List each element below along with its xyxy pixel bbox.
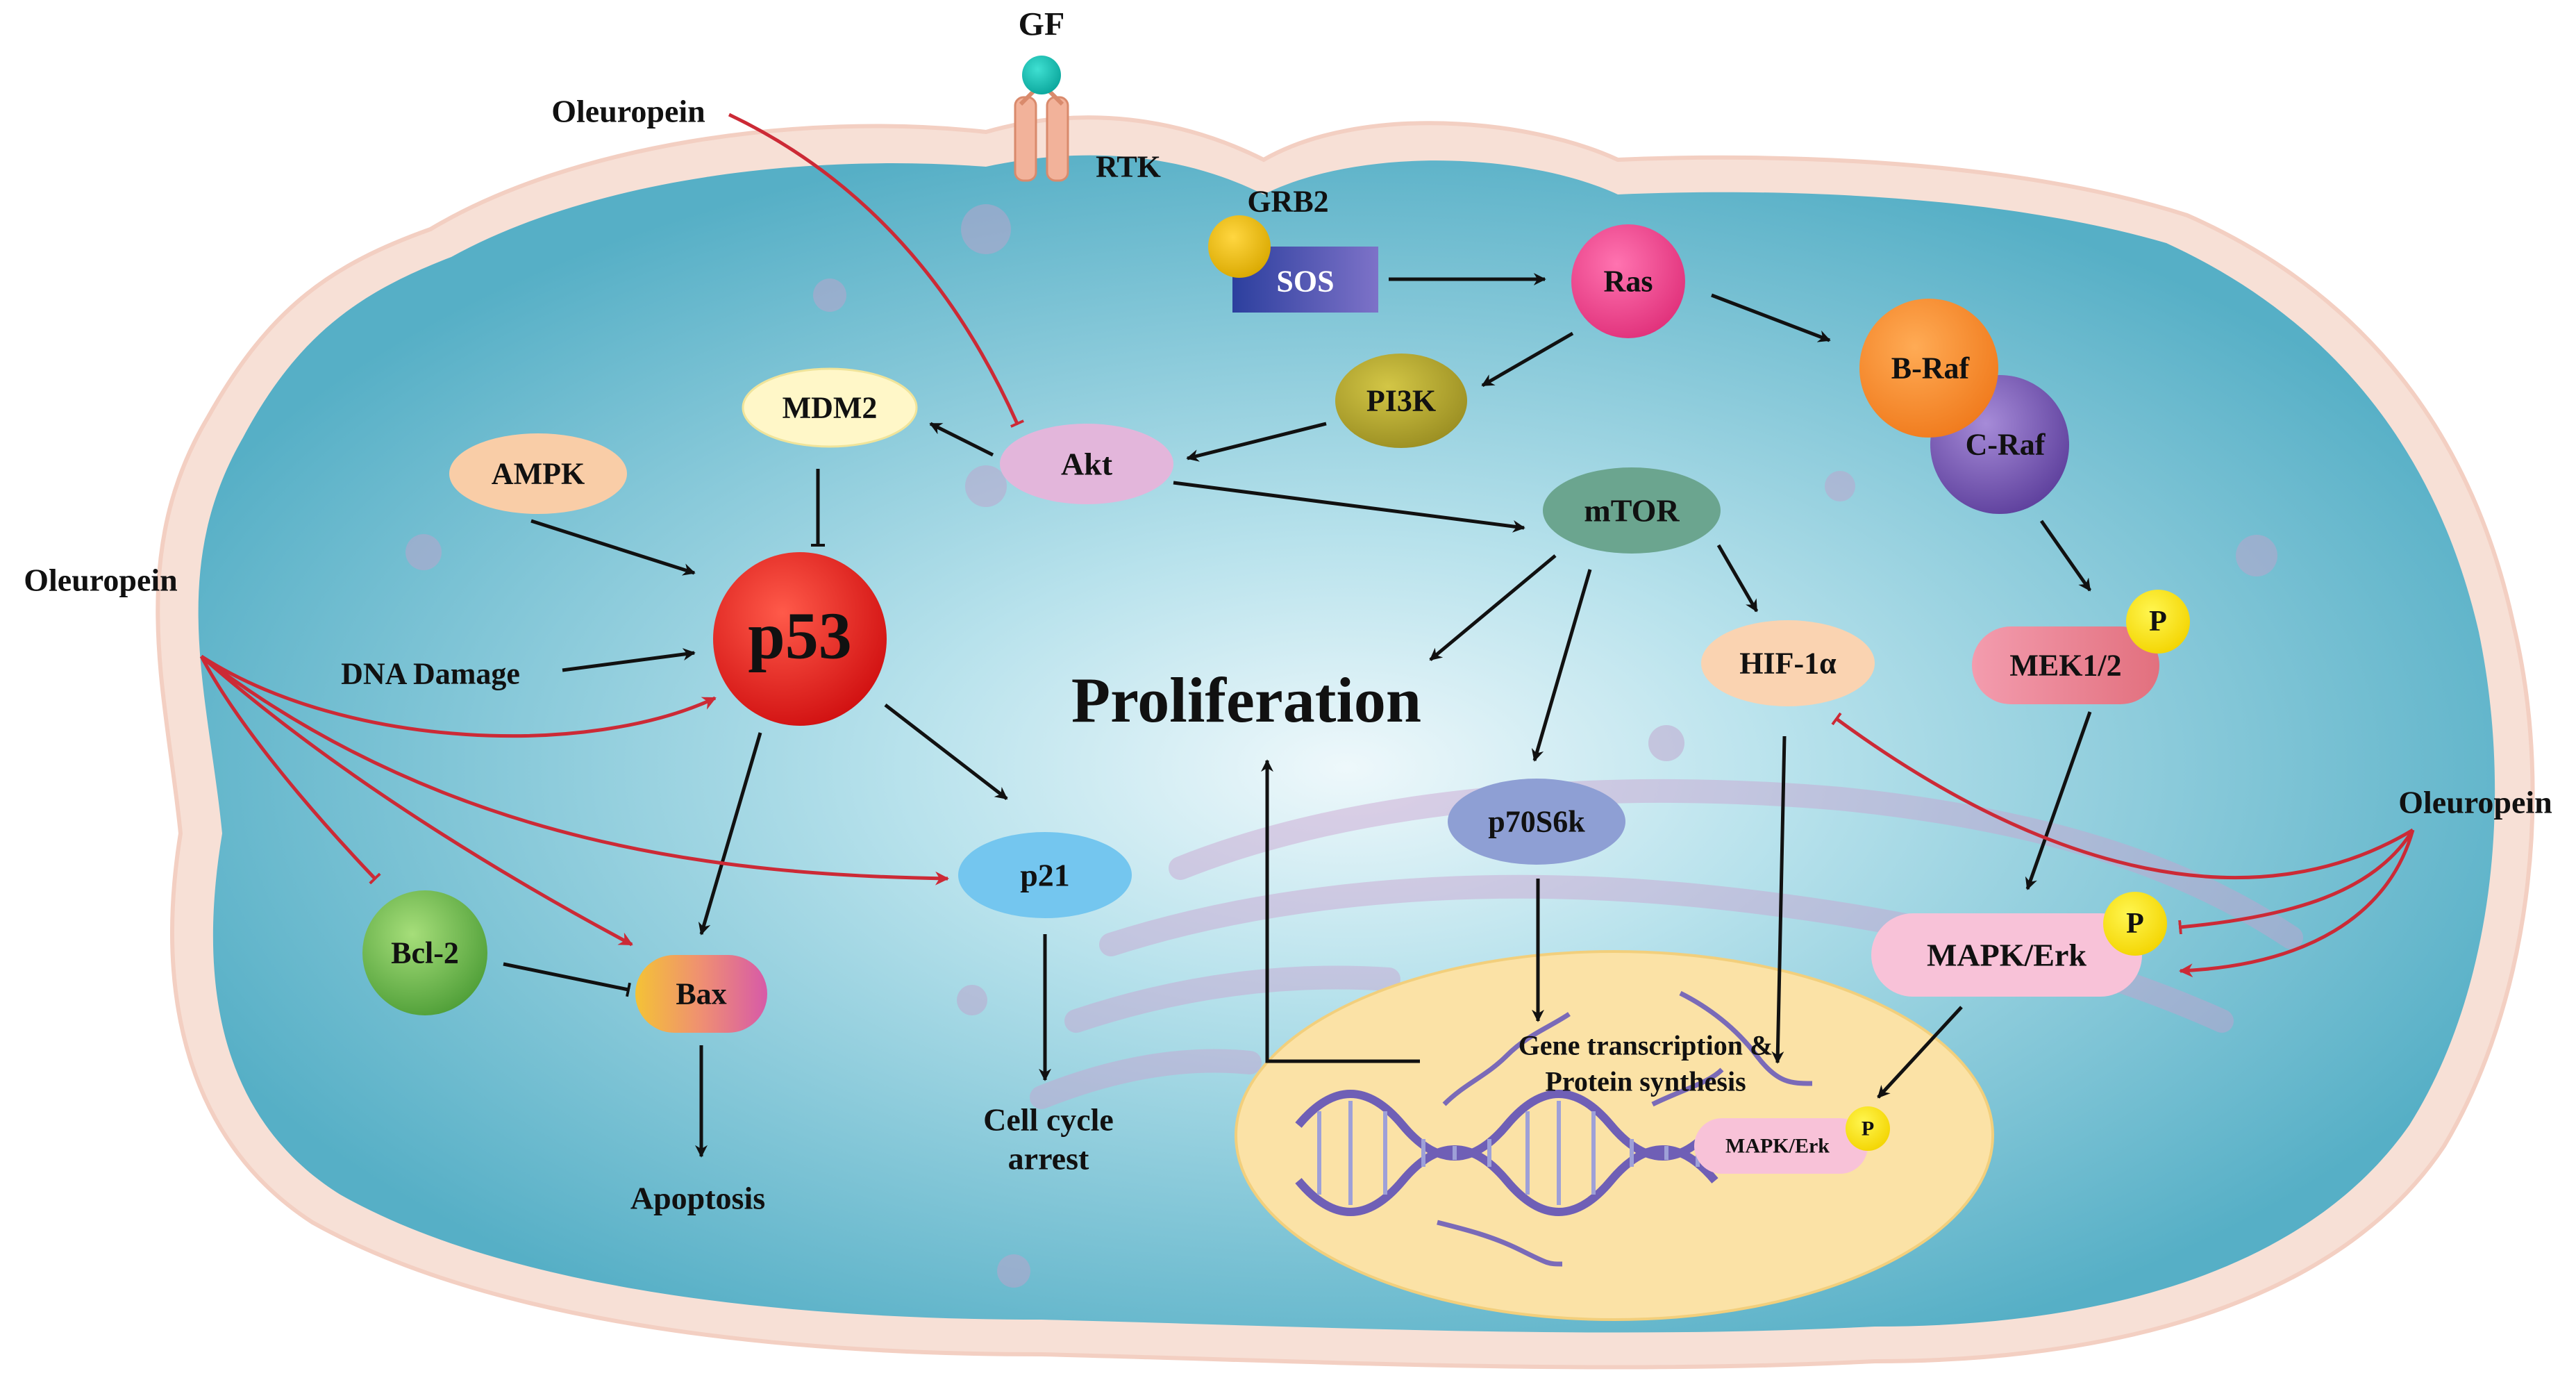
- pi3k-node: [1335, 354, 1467, 448]
- oleuropein-left-label: Oleuropein: [24, 563, 178, 598]
- arrow-ras-braf: [1711, 293, 1831, 342]
- craf-label: C-Raf: [1966, 428, 2046, 462]
- phospho-mapk-label: P: [2126, 908, 2144, 940]
- mtor-label: mTOR: [1584, 493, 1680, 529]
- akt-node: [1000, 424, 1173, 504]
- mek-label: MEK1/2: [2009, 649, 2121, 683]
- grb2-label: GRB2: [1247, 185, 1328, 219]
- arrow-oleuropein-p21: [200, 655, 949, 886]
- ras-node: [1571, 224, 1685, 338]
- grb2-shape: [1208, 215, 1271, 278]
- nucleus: [1235, 950, 1994, 1321]
- bax-label: Bax: [676, 977, 726, 1011]
- mdm2-label: MDM2: [783, 391, 878, 425]
- protein-synthesis-label: Protein synthesis: [1545, 1066, 1746, 1097]
- rtk-receptor-icon: [1014, 80, 1069, 182]
- phospho-mek-label: P: [2149, 606, 2167, 638]
- cell-cycle-label: Cell cycle: [983, 1102, 1114, 1138]
- arrow-mtor-p70s6k: [1531, 569, 1592, 762]
- braf-label: B-Raf: [1891, 351, 1971, 385]
- arrow-craf-mek: [2039, 520, 2092, 592]
- bax-node: [635, 955, 767, 1033]
- arrow-hif-gene: [1771, 736, 1787, 1064]
- braf-node: [1859, 299, 1998, 438]
- akt-label: Akt: [1061, 447, 1113, 482]
- arrow-p53-bax: [698, 732, 762, 936]
- phospho-mapk-icon: [2103, 892, 2167, 956]
- sos-label: SOS: [1276, 265, 1334, 299]
- mapk-nucleus-label: MAPK/Erk: [1725, 1135, 1830, 1158]
- p53-node: [713, 552, 887, 726]
- oleuropein-right-label: Oleuropein: [2398, 785, 2552, 820]
- rtk-label: RTK: [1096, 150, 1161, 184]
- pi3k-label: PI3K: [1366, 384, 1436, 418]
- arrow-mapk-nucleus: [1877, 1006, 1963, 1099]
- proliferation-label: Proliferation: [1071, 665, 1421, 736]
- arrow-oleuropein-bax: [200, 655, 633, 947]
- arrow-mtor-hif: [1716, 544, 1759, 613]
- gf-label: GF: [1019, 6, 1065, 43]
- mrna-strands: [1437, 990, 1813, 1267]
- inhibit-oleuropein-mapk: [2178, 829, 2415, 935]
- p70s6k-label: p70S6k: [1488, 805, 1585, 839]
- arrow-ras-pi3k: [1481, 331, 1574, 388]
- phospho-mek-icon: [2126, 590, 2190, 654]
- oleuropein-top-label: Oleuropein: [551, 94, 705, 129]
- bcl2-node: [362, 890, 487, 1015]
- arrow-pi3k-akt: [1186, 422, 1327, 462]
- dna-helix-icon: [1295, 1090, 1718, 1216]
- arrow-akt-mdm2: [929, 422, 994, 457]
- mek-node: [1972, 626, 2159, 704]
- dna-damage-label: DNA Damage: [341, 657, 520, 691]
- inhibit-oleuropein-akt: [728, 113, 1024, 428]
- arrow-akt-mtor: [1173, 481, 1525, 533]
- hif1a-label: HIF-1α: [1739, 647, 1837, 681]
- ampk-label: AMPK: [492, 457, 585, 491]
- mapk-nucleus-node: [1694, 1118, 1868, 1174]
- ras-label: Ras: [1604, 265, 1653, 299]
- mapk-node: [1871, 913, 2142, 997]
- arrow-dna-p53: [562, 648, 696, 672]
- ampk-node: [449, 433, 627, 514]
- inhibit-oleuropein-bcl2: [199, 655, 381, 885]
- mdm2-node: [742, 367, 918, 448]
- mapk-label: MAPK/Erk: [1927, 938, 2086, 973]
- p53-label: p53: [748, 599, 851, 673]
- arrow-oleuropein-mapk: [2179, 829, 2415, 978]
- arrow-mtor-proliferation: [1429, 554, 1557, 661]
- inhibit-oleuropein-hif: [1831, 712, 2414, 880]
- vesicles: [405, 204, 2277, 1288]
- mtor-node: [1543, 467, 1721, 554]
- p21-label: p21: [1020, 858, 1070, 893]
- phospho-nucleus-icon: [1846, 1106, 1890, 1151]
- phospho-nucleus-label: P: [1862, 1117, 1874, 1140]
- gene-transcription-label: Gene transcription &: [1519, 1030, 1773, 1061]
- arrest-label: arrest: [1008, 1141, 1089, 1177]
- p21-node: [958, 832, 1132, 918]
- gf-ligand-icon: [1022, 56, 1061, 94]
- arrow-gene-proliferation: [1261, 759, 1420, 1063]
- arrow-mek-mapk: [2025, 711, 2092, 890]
- hif1a-node: [1701, 620, 1875, 706]
- arrow-p53-p21: [884, 704, 1008, 800]
- bcl2-label: Bcl-2: [391, 936, 459, 970]
- arrow-oleuropein-p53: [200, 654, 717, 738]
- apoptosis-label: Apoptosis: [630, 1181, 765, 1216]
- inhibit-bcl2-bax: [503, 962, 631, 997]
- arrow-ampk-p53: [530, 519, 696, 576]
- p70s6k-node: [1448, 779, 1625, 865]
